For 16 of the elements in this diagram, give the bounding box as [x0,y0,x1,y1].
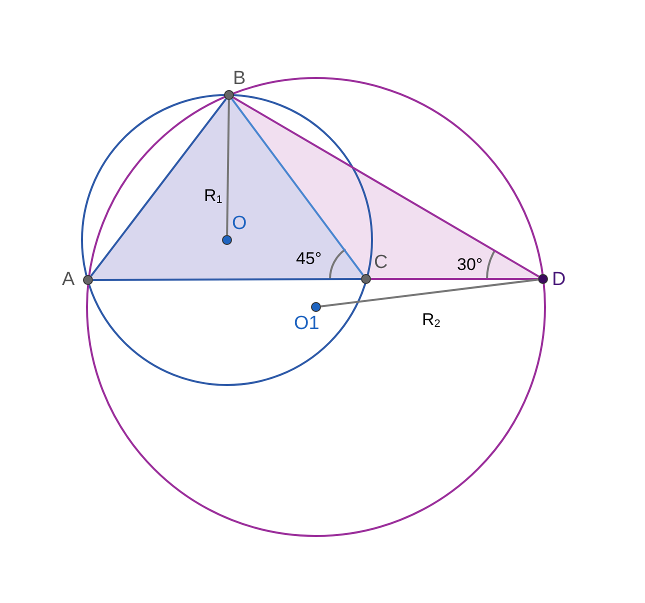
edge-label: R$_{2}$ [422,310,440,332]
point-label: A [62,270,75,290]
point-label: O [232,214,247,234]
edge-label: R$_{1}$ [204,186,222,208]
line-segment [320,278,538,308]
point-label: O1 [294,314,320,334]
line-segment [371,278,538,280]
angle-label: 30° [457,255,483,275]
point-label: B [233,69,246,89]
line-segment [90,98,227,277]
angle-label: 45° [296,249,322,269]
point-label: C [374,253,388,273]
line-segment [226,100,230,236]
line-segment [93,278,361,281]
line-segment [231,98,364,276]
point-label: D [552,270,566,290]
